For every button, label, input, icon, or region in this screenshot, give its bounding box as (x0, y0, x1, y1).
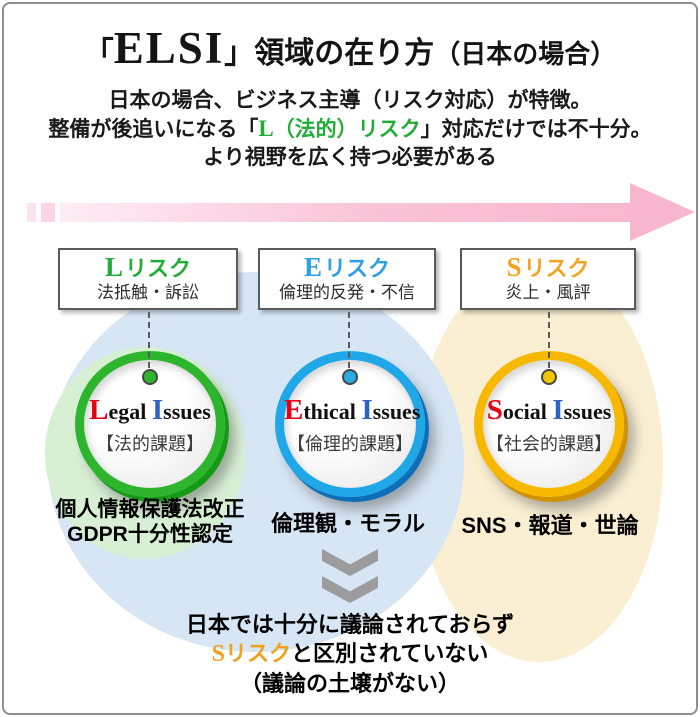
social-rest2: ssues (563, 399, 612, 424)
arrow-head-icon (630, 183, 695, 241)
legal-rest1: egal (108, 399, 152, 424)
note-legal-line1: 個人情報保護法改正 (55, 498, 245, 521)
connector-legal (148, 312, 150, 368)
ethical-initial-e: E (284, 394, 304, 426)
risk-box-ethical-title: Eリスク (260, 254, 434, 282)
subtitle-l-rest: （法的）リスク (273, 118, 421, 141)
issue-circle-ethical-title: Ethical Issues (284, 394, 420, 426)
subtitle-line2-pre: 整備が後追いになる「 (48, 118, 259, 141)
issue-circle-social-jp: 【社会的課題】 (486, 434, 612, 454)
risk-box-social: Sリスク 炎上・風評 (460, 248, 636, 310)
issue-circle-social-title: Social Issues (483, 394, 615, 426)
subtitle-line2: 整備が後追いになる「L（法的）リスク」対応だけでは不十分。 (0, 115, 700, 144)
pin-dot-legal (142, 369, 158, 385)
ethical-rest2: ssues (372, 399, 421, 424)
pin-dot-ethical (342, 369, 358, 385)
connector-ethical (348, 312, 350, 368)
social-rest1: ocial (502, 399, 553, 424)
conclusion-s-initial: S (211, 641, 225, 667)
risk-box-ethical-initial: E (303, 252, 322, 282)
subtitle-l-initial: L (258, 116, 274, 141)
risk-box-legal-initial: L (104, 252, 123, 282)
risk-box-legal: Lリスク 法抵触・訴訟 (58, 248, 238, 310)
page-title: 「ELSI」領域の在り方（日本の場合） (0, 22, 700, 74)
connector-social (548, 312, 550, 368)
legal-initial-l: L (89, 394, 109, 426)
issue-circle-ethical-jp: 【倫理的課題】 (287, 434, 413, 454)
ethical-rest1: thical (303, 399, 362, 424)
ethical-initial-i: I (361, 394, 373, 426)
arrow-body (60, 203, 630, 222)
title-open-bracket: 「 (83, 37, 114, 70)
risk-box-social-title: Sリスク (462, 254, 634, 282)
note-legal-line2: GDPR十分性認定 (67, 523, 233, 546)
legal-rest2: ssues (163, 399, 211, 424)
risk-box-social-sub: 炎上・風評 (505, 283, 591, 302)
conclusion-s-risk: Sリスク (211, 641, 292, 667)
conclusion-line2: Sリスクと区別されていない (0, 639, 700, 669)
arrow-tail-dash-2 (41, 203, 55, 222)
conclusion-line1: 日本では十分に議論されておらず (185, 612, 515, 637)
title-main: 領域の在り方 (254, 37, 435, 70)
title-paren: （日本の場合） (434, 39, 617, 69)
risk-box-ethical-suffix: リスク (324, 256, 391, 281)
conclusion-line3: （議論の土壌がない） (239, 671, 460, 696)
social-initial-i: I (552, 394, 564, 426)
note-legal: 個人情報保護法改正 GDPR十分性認定 (52, 497, 248, 547)
issue-circle-legal-jp: 【法的課題】 (96, 434, 204, 454)
note-ethical: 倫理観・モラル (270, 511, 425, 536)
issue-circle-ethical: Ethical Issues 【倫理的課題】 (275, 351, 425, 497)
subtitle: 日本の場合、ビジネス主導（リスク対応）が特徴。 整備が後追いになる「L（法的）リ… (0, 87, 700, 172)
risk-box-ethical: Eリスク 倫理的反発・不信 (258, 248, 436, 310)
note-social: SNS・報道・世論 (461, 513, 639, 538)
risk-box-ethical-sub: 倫理的反発・不信 (279, 283, 415, 302)
issue-circle-legal: Legal Issues 【法的課題】 (75, 351, 225, 497)
issue-circle-social: Social Issues 【社会的課題】 (474, 351, 624, 497)
subtitle-line2-highlight: L（法的）リスク (258, 116, 421, 141)
pin-dot-social (541, 369, 557, 385)
subtitle-line2-post: 」対応だけでは不十分。 (420, 118, 652, 141)
title-close-bracket: 」 (224, 37, 255, 70)
conclusion-text: 日本では十分に議論されておらず Sリスクと区別されていない （議論の土壌がない） (0, 610, 700, 698)
subtitle-line3: より視野を広く持つ必要がある (203, 146, 497, 169)
risk-box-legal-title: Lリスク (60, 254, 236, 282)
social-initial-s: S (486, 394, 503, 426)
arrow-tail-dash-1 (27, 203, 36, 222)
risk-box-social-suffix: リスク (523, 256, 590, 281)
legal-initial-i: I (151, 394, 164, 426)
conclusion-s-rest: リスク (225, 641, 292, 666)
issue-circle-legal-title: Legal Issues (84, 394, 216, 426)
subtitle-line1: 日本の場合、ビジネス主導（リスク対応）が特徴。 (108, 89, 592, 112)
title-elsi: ELSI (113, 23, 225, 73)
risk-box-legal-suffix: リスク (125, 256, 192, 281)
risk-box-social-initial: S (506, 252, 522, 282)
risk-box-legal-sub: 法抵触・訴訟 (97, 283, 199, 302)
conclusion-line2-rest: と区別されていない (291, 641, 489, 666)
